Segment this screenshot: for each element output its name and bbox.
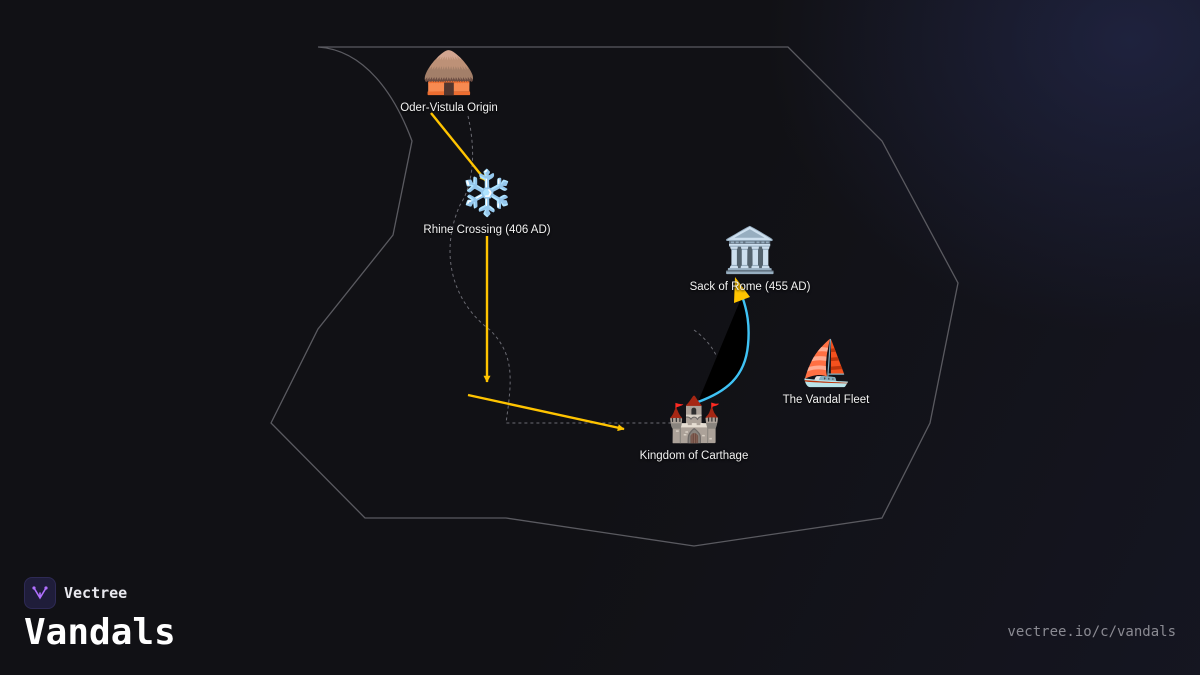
arrow-origin-to-rhine — [430, 112, 487, 182]
classical-building-icon: 🏛️ — [722, 225, 778, 276]
node-vandal-fleet[interactable]: ⛵ The Vandal Fleet — [782, 338, 870, 407]
sailboat-icon: ⛵ — [798, 338, 854, 389]
node-label: The Vandal Fleet — [782, 394, 870, 406]
arrow-carthage-to-rome — [734, 277, 750, 303]
node-label: Kingdom of Carthage — [639, 450, 749, 462]
node-rhine-crossing[interactable]: ❄️ Rhine Crossing (406 AD) — [423, 168, 551, 237]
dashed-route-north — [449, 115, 680, 424]
node-oder-vistula-origin[interactable]: 🛖 Oder-Vistula Origin — [400, 46, 498, 115]
castle-icon: 🏰 — [666, 394, 722, 445]
hut-icon: 🛖 — [421, 46, 477, 97]
sea-route-carthage-rome — [698, 296, 748, 402]
node-sack-of-rome[interactable]: 🏛️ Sack of Rome (455 AD) — [689, 225, 811, 294]
brand-name: Vectree — [64, 584, 128, 602]
territory-outline — [270, 46, 959, 547]
page-url[interactable]: vectree.io/c/vandals — [1007, 624, 1176, 640]
node-kingdom-of-carthage[interactable]: 🏰 Kingdom of Carthage — [639, 394, 749, 463]
sea-route-arc — [697, 295, 750, 404]
snowflake-icon: ❄️ — [459, 168, 515, 219]
arrow-to-carthage — [467, 393, 625, 432]
node-label: Oder-Vistula Origin — [400, 102, 498, 114]
node-label: Sack of Rome (455 AD) — [689, 281, 811, 293]
brand[interactable]: Vectree — [24, 577, 127, 609]
node-label: Rhine Crossing (406 AD) — [423, 224, 551, 236]
vectree-logo-icon — [24, 577, 56, 609]
page-title: Vandals — [24, 612, 176, 653]
